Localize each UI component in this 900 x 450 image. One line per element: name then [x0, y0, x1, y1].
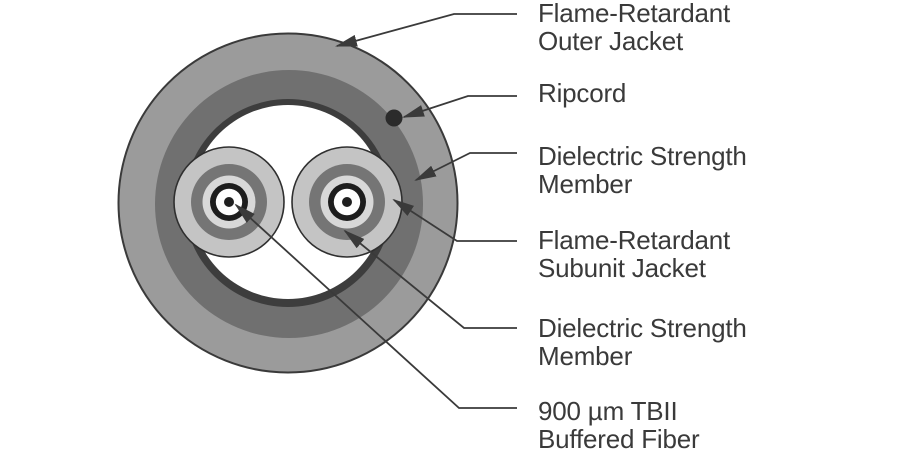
cable-cross-section: [117, 32, 459, 374]
label-strength-member-inner: Dielectric Strength Member: [538, 313, 747, 371]
label-buffered-fiber: 900 µm TBII Buffered Fiber: [538, 396, 700, 450]
leader-strength-member-outer: [414, 152, 517, 181]
label-line: Flame-Retardant: [538, 225, 731, 255]
leader-subunit-jacket: [392, 198, 517, 242]
subunit-left: [173, 146, 285, 258]
label-strength-member-outer: Dielectric Strength Member: [538, 141, 747, 199]
label-outer-jacket: Flame-Retardant Outer Jacket: [538, 0, 731, 56]
leader-buffered-fiber: [234, 203, 517, 409]
label-line: Ripcord: [538, 78, 626, 108]
leader-ripcord: [402, 95, 517, 118]
label-line: 900 µm TBII: [538, 396, 677, 426]
label-subunit-jacket: Flame-Retardant Subunit Jacket: [538, 225, 731, 283]
leader-outer-jacket: [335, 13, 517, 47]
label-line: Flame-Retardant: [538, 0, 731, 28]
label-ripcord: Ripcord: [538, 78, 626, 108]
leader-lines: [234, 13, 517, 409]
label-column: Flame-Retardant Outer Jacket Ripcord Die…: [538, 0, 747, 450]
label-line: Member: [538, 341, 633, 371]
ripcord-dot: [385, 109, 403, 127]
subunit-right: [291, 146, 403, 258]
label-line: Outer Jacket: [538, 26, 684, 56]
label-line: Dielectric Strength: [538, 313, 747, 343]
leader-strength-member-inner: [343, 229, 517, 329]
fiber-core-dot: [224, 197, 234, 207]
fiber-core-dot: [342, 197, 352, 207]
label-line: Buffered Fiber: [538, 424, 700, 450]
label-line: Dielectric Strength: [538, 141, 747, 171]
label-line: Subunit Jacket: [538, 253, 707, 283]
label-line: Member: [538, 169, 633, 199]
